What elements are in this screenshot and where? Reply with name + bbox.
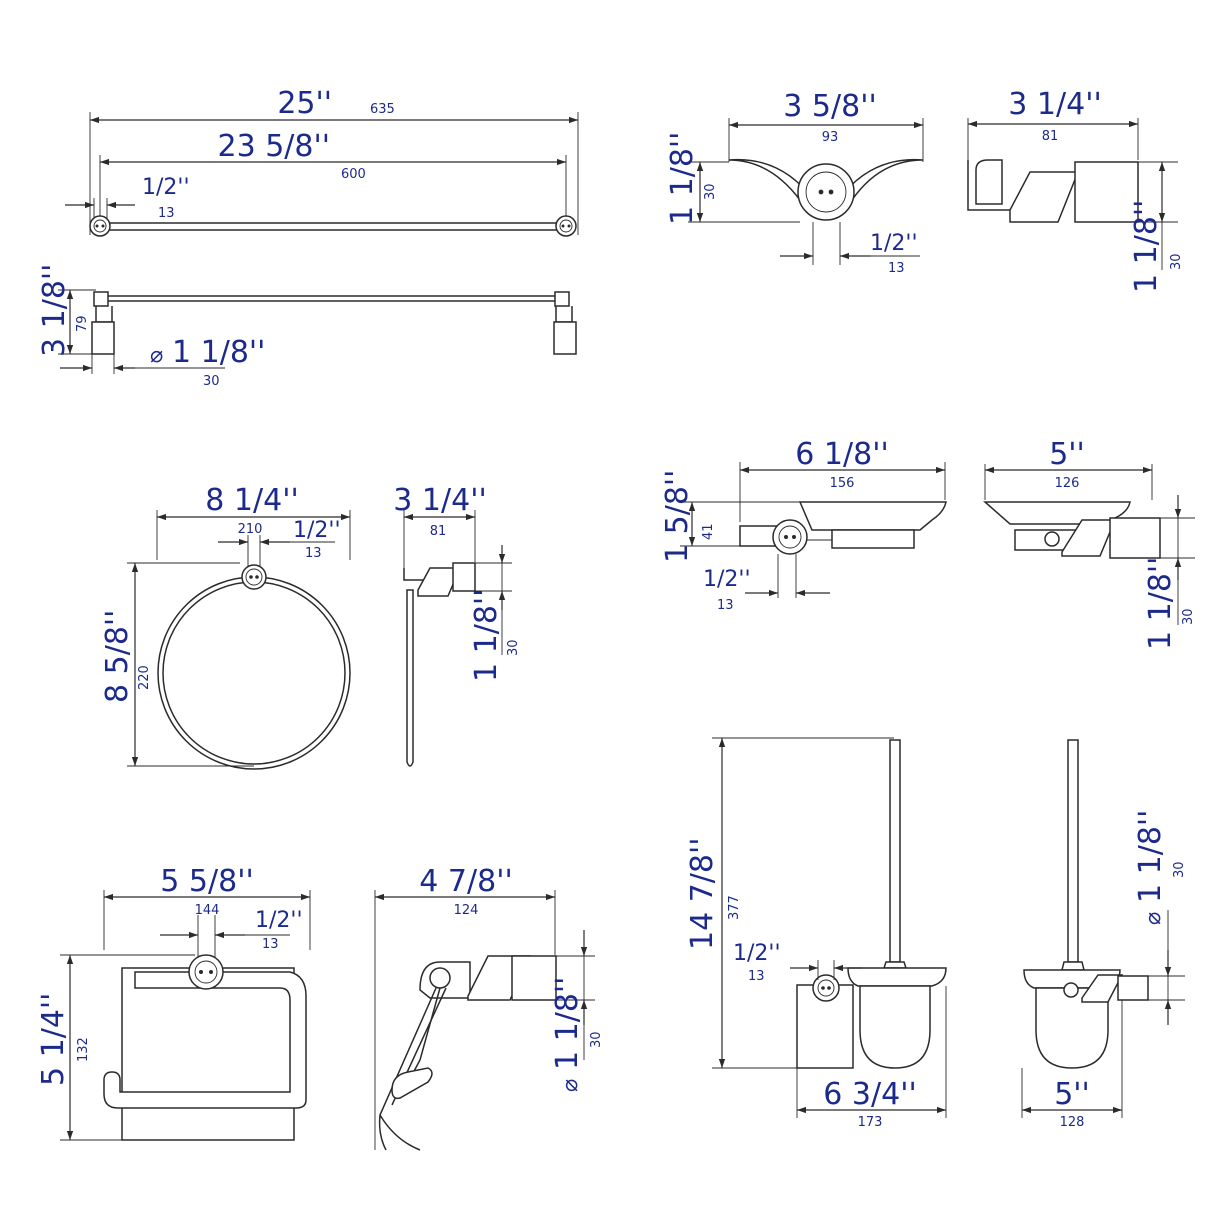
paper-holder-flange-in: 1 1/8'': [550, 977, 585, 1070]
towel-bar-flange-in: 1 1/8'': [172, 335, 265, 370]
paper-holder-height-mm: 132: [76, 1037, 91, 1062]
paper-holder-width-mm: 144: [195, 903, 220, 918]
toilet-brush-projection-mm: 128: [1060, 1115, 1085, 1130]
robe-hook-front-view: 3 5/8'' 93 1 1/8'' 30 1/2'' 13: [665, 89, 924, 276]
toilet-brush-flange-in: 1 1/8'': [1133, 810, 1168, 903]
toilet-brush-height-in: 14 7/8'': [685, 838, 720, 951]
soap-dish-width-mm: 156: [830, 476, 855, 491]
towel-ring-post-in: 1/2'': [293, 518, 341, 543]
towel-ring-flange-mm: 30: [506, 639, 521, 656]
soap-dish-post-in: 1/2'': [703, 567, 751, 592]
soap-dish-width-in: 6 1/8'': [795, 437, 888, 472]
towel-ring-post-mm: 13: [305, 546, 322, 561]
towel-ring-front-view: 8 1/4'' 210 1/2'' 13 8 5/8'' 220: [100, 483, 351, 770]
paper-holder-width-in: 5 5/8'': [160, 864, 253, 899]
paper-holder-diameter-symbol: ⌀: [558, 1079, 583, 1092]
towel-bar-post-in: 1/2'': [142, 175, 190, 200]
paper-holder-height-in: 5 1/4'': [36, 993, 71, 1086]
paper-holder-flange-mm: 30: [589, 1031, 604, 1048]
paper-holder-front-view: 5 5/8'' 144 1/2'' 13 5 1/4'' 132: [36, 864, 311, 1141]
towel-bar-projection-mm: 79: [75, 315, 90, 332]
robe-hook-width-in: 3 5/8'': [783, 89, 876, 124]
robe-hook-side-view: 3 1/4'' 81 1 1/8'' 30: [967, 87, 1184, 293]
towel-bar-top-view: 3 1/8'' 79 ⌀ 1 1/8'' 30: [37, 264, 577, 389]
towel-ring-height-mm: 220: [137, 665, 152, 690]
paper-holder-post-mm: 13: [262, 937, 279, 952]
towel-bar-flange-mm: 30: [203, 374, 220, 389]
robe-hook-post-mm: 13: [888, 261, 905, 276]
soap-dish-post-mm: 13: [717, 598, 734, 613]
robe-hook-flange-in: 1 1/8'': [1129, 200, 1164, 293]
paper-holder-post-in: 1/2'': [255, 908, 303, 933]
towel-ring-width-mm: 210: [238, 522, 263, 537]
robe-hook-height-mm: 30: [703, 183, 718, 200]
soap-dish-side-view: 5'' 126 1 1/8'' 30: [983, 437, 1196, 650]
towel-bar-centers-mm: 600: [341, 167, 366, 182]
towel-bar-post-mm: 13: [158, 206, 175, 221]
toilet-brush-diameter-symbol: ⌀: [1141, 912, 1166, 925]
toilet-brush-width-mm: 173: [858, 1115, 883, 1130]
toilet-brush-projection-in: 5'': [1054, 1077, 1090, 1112]
soap-dish-height-in: 1 5/8'': [660, 470, 695, 563]
robe-hook-projection-in: 3 1/4'': [1008, 87, 1101, 122]
robe-hook-projection-mm: 81: [1042, 129, 1059, 144]
toilet-brush-side-view: 5'' 128 ⌀ 1 1/8'' 30: [1021, 739, 1187, 1130]
towel-bar-centers-in: 23 5/8'': [218, 129, 331, 164]
soap-dish-flange-mm: 30: [1181, 608, 1196, 625]
towel-bar-diameter-symbol: ⌀: [150, 343, 163, 368]
towel-ring-width-in: 8 1/4'': [205, 483, 298, 518]
paper-holder-projection-mm: 124: [454, 903, 479, 918]
robe-hook-post-in: 1/2'': [870, 231, 918, 256]
toilet-brush-height-mm: 377: [727, 895, 742, 920]
towel-bar-overall-mm: 635: [370, 102, 395, 117]
toilet-brush-flange-mm: 30: [1172, 861, 1187, 878]
towel-ring-side-view: 3 1/4'' 81 1 1/8'' 30: [393, 483, 521, 767]
toilet-brush-post-in: 1/2'': [733, 941, 781, 966]
soap-dish-front-view: 6 1/8'' 156 1 5/8'' 41 1/2'' 13: [660, 437, 947, 613]
soap-dish-projection-in: 5'': [1049, 437, 1085, 472]
toilet-brush-front-view: 14 7/8'' 377 1/2'' 13 6 3/4'' 173: [685, 737, 947, 1130]
soap-dish-projection-mm: 126: [1055, 476, 1080, 491]
towel-bar-projection-in: 3 1/8'': [37, 264, 72, 357]
soap-dish-flange-in: 1 1/8'': [1143, 557, 1178, 650]
towel-bar-overall-in: 25'': [277, 86, 332, 121]
toilet-brush-post-mm: 13: [748, 969, 765, 984]
toilet-brush-width-in: 6 3/4'': [823, 1077, 916, 1112]
robe-hook-width-mm: 93: [822, 130, 839, 145]
towel-ring-flange-in: 1 1/8'': [469, 589, 504, 682]
towel-bar-front-view: 25'' 635 23 5/8'' 600 1/2'' 13: [65, 86, 579, 237]
towel-ring-height-in: 8 5/8'': [100, 610, 135, 703]
soap-dish-height-mm: 41: [701, 523, 716, 540]
robe-hook-flange-mm: 30: [1169, 253, 1184, 270]
paper-holder-projection-in: 4 7/8'': [419, 864, 512, 899]
towel-ring-projection-in: 3 1/4'': [393, 483, 486, 518]
towel-ring-projection-mm: 81: [430, 524, 447, 539]
robe-hook-height-in: 1 1/8'': [665, 132, 700, 225]
paper-holder-side-view: 4 7/8'' 124 ⌀ 1 1/8'' 30: [374, 864, 604, 1151]
